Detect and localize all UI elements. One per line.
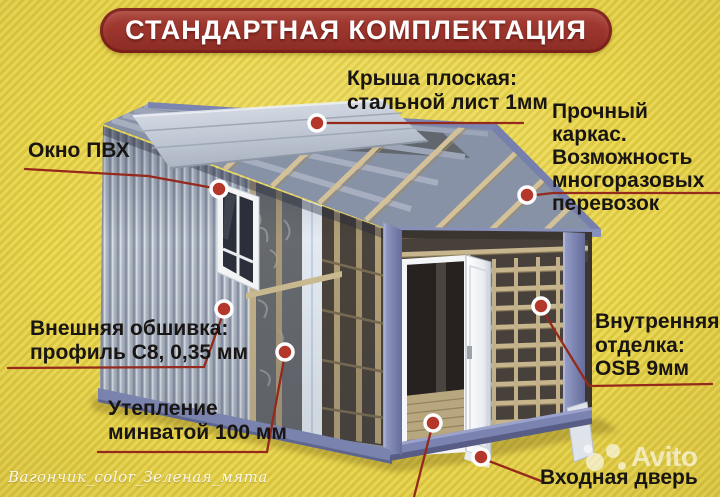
- front-face: [390, 230, 595, 468]
- callout-line-interior: [539, 306, 714, 388]
- callout-dot-roof: [307, 113, 327, 133]
- title-banner: СТАНДАРТНАЯ КОМПЛЕКТАЦИЯ: [100, 8, 612, 53]
- label-window: Окно ПВХ: [28, 139, 130, 162]
- label-door: Входная дверь: [540, 466, 698, 489]
- avito-logo: Avito: [581, 440, 698, 474]
- steel-roof-sheet: [132, 98, 429, 169]
- callout-dot-door: [471, 447, 491, 467]
- callout-line-window: [23, 167, 221, 191]
- banner-title: СТАНДАРТНАЯ КОМПЛЕКТАЦИЯ: [125, 15, 587, 45]
- pvc-window: [216, 181, 260, 292]
- osb-inner-wall: [486, 256, 566, 434]
- base-rail: [98, 388, 392, 464]
- label-roof: Крыша плоская: стальной лист 1мм: [347, 67, 548, 114]
- corner-post: [383, 222, 402, 455]
- callout-line-cladding: [6, 309, 226, 370]
- door-handle: [467, 346, 472, 359]
- watermark-text: Вагончик_color_Зеленая_мята: [8, 468, 268, 486]
- label-insulation: Утепление минватой 100 мм: [108, 397, 287, 444]
- callout-line-floor: [412, 421, 435, 497]
- callout-dot-insulation: [275, 342, 295, 362]
- callout-dot-interior: [531, 296, 551, 316]
- callout-dot-cladding: [214, 299, 234, 319]
- label-frame: Прочный каркас. Возможность многоразовых…: [552, 100, 705, 215]
- callout-line-insulation: [96, 352, 287, 454]
- callout-dot-frame: [517, 185, 537, 205]
- label-interior: Внутренняя отделка: OSB 9мм: [595, 310, 720, 380]
- avito-logo-text: Avito: [631, 441, 698, 472]
- callout-dot-window: [209, 179, 229, 199]
- callout-dot-floor: [423, 413, 443, 433]
- label-cladding: Внешняя обшивка: профиль С8, 0,35 мм: [30, 317, 248, 364]
- callout-dots: [209, 113, 551, 467]
- avito-logo-icon: [583, 444, 626, 471]
- callout-line-door: [479, 456, 543, 483]
